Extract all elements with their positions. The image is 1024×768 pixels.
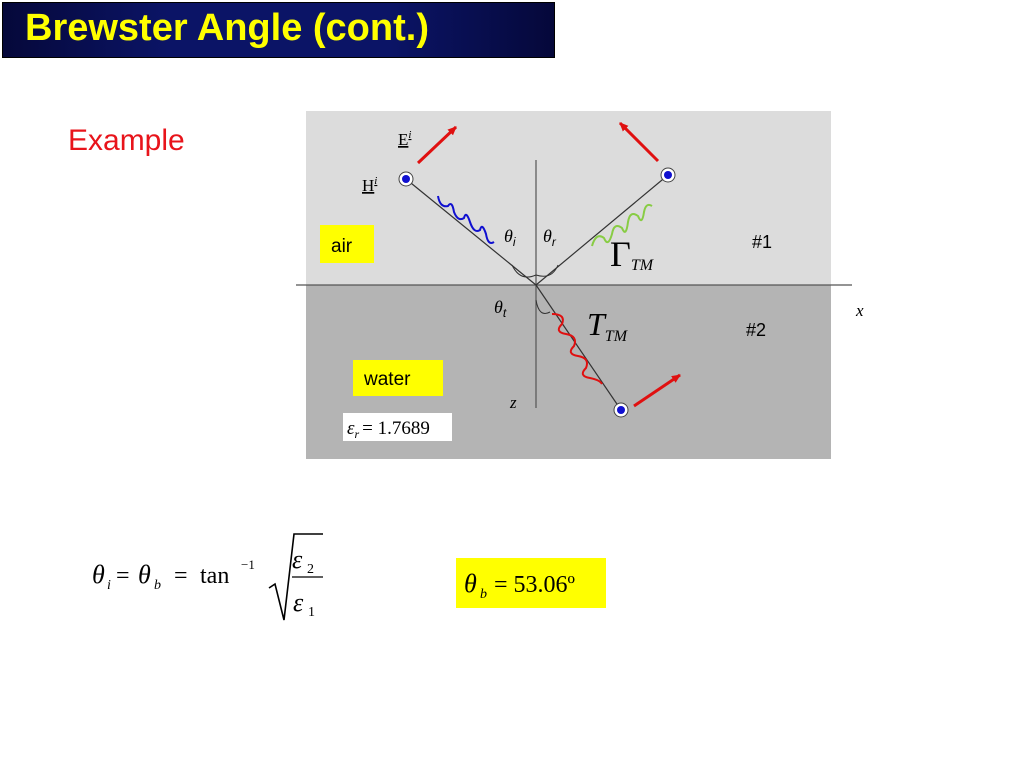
- e-field-reflected-arrow: [618, 121, 660, 163]
- eq1-sub-2: 2: [307, 562, 314, 577]
- title-bar: Brewster Angle (cont.): [2, 2, 555, 58]
- theta-r-label: θr: [543, 226, 557, 249]
- eq2-theta: θ: [464, 569, 477, 598]
- eq1-sub-i: i: [107, 578, 111, 593]
- brewster-result-box: θ b = 53.06º: [456, 558, 606, 608]
- theta-i-arc: [511, 264, 537, 278]
- eq1-sub-1: 1: [308, 605, 315, 620]
- region-1-label: #1: [752, 232, 772, 252]
- transmitted-ray: [535, 284, 622, 411]
- eq1-sub-b: b: [154, 578, 161, 593]
- water-label-box: [353, 360, 443, 396]
- eq2-sub-b: b: [480, 587, 487, 602]
- incident-wave: [437, 195, 495, 244]
- eq2-value: = 53.06º: [494, 572, 576, 598]
- eq1-eps-2: ε: [292, 545, 303, 574]
- h-field-transmitted-dot: [613, 402, 629, 418]
- air-label: air: [331, 236, 353, 257]
- brewster-formula: θ i = θ b = tan −1 ε 2 ε 1: [92, 533, 323, 621]
- eq1-exponent: −1: [241, 557, 255, 572]
- permittivity-label: εr= 1.7689: [347, 418, 430, 441]
- air-label-box: [320, 225, 374, 263]
- reflected-ray: [535, 174, 669, 286]
- theta-t-arc: [535, 299, 551, 314]
- eq1-eps-1: ε: [293, 588, 304, 617]
- e-field-transmitted-arrow: [633, 373, 681, 408]
- example-label: Example: [68, 124, 185, 157]
- h-field-reflected-dot: [660, 167, 676, 183]
- eq1-sqrt-sign: [268, 533, 323, 621]
- region-air: [306, 111, 831, 285]
- h-field-label: Hi: [362, 175, 377, 195]
- transmitted-wave: [551, 313, 603, 385]
- tau-tm-label: TTM: [587, 306, 629, 345]
- h-field-incident-dot: [398, 171, 414, 187]
- region-2-label: #2: [746, 320, 766, 340]
- brewster-result: θ b = 53.06º: [464, 569, 576, 602]
- theta-i-label: θi: [504, 226, 516, 249]
- eq1-equals-1: =: [116, 563, 130, 589]
- eq1-theta-b: θ: [138, 560, 151, 589]
- gamma-tm-label: ΓTM: [610, 234, 655, 274]
- eq1-tan: tan: [200, 563, 229, 589]
- e-field-incident-arrow: [416, 125, 458, 165]
- slide-title: Brewster Angle (cont.): [25, 7, 429, 49]
- z-axis-label: z: [509, 393, 517, 412]
- incident-ray: [405, 178, 537, 286]
- water-label: water: [363, 369, 411, 390]
- e-field-label: Ei: [398, 129, 411, 149]
- theta-t-label: θt: [494, 297, 507, 320]
- theta-r-arc: [535, 264, 559, 277]
- eq1-theta: θ: [92, 560, 105, 589]
- eq1-equals-2: =: [174, 563, 188, 589]
- reflected-wave: [591, 203, 653, 247]
- x-axis-label: x: [855, 301, 864, 320]
- permittivity-box: [343, 413, 452, 441]
